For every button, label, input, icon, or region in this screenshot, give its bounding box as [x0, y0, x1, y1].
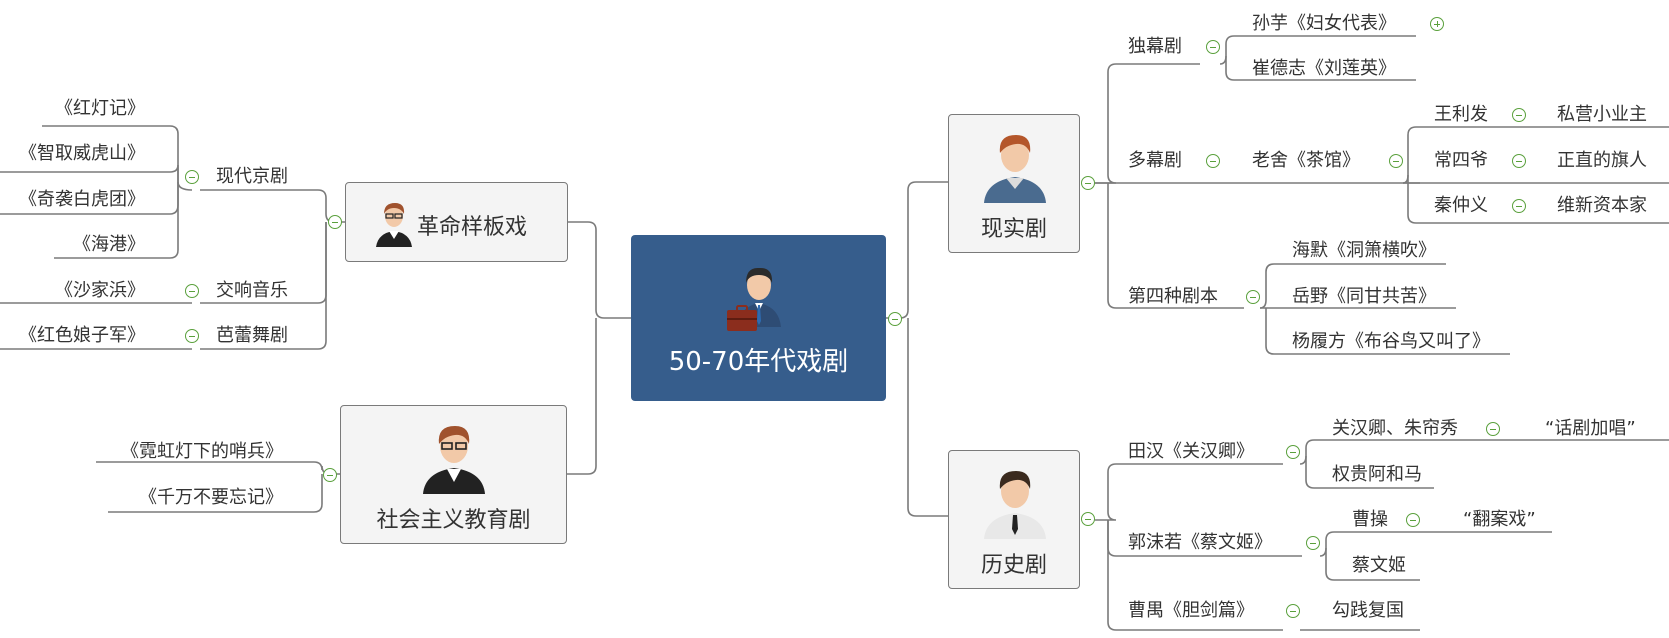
node-guanhanqing[interactable]: 关汉卿、朱帘秀 — [1332, 418, 1458, 439]
node-wanglifa[interactable]: 王利发 — [1434, 104, 1488, 125]
branch-xianshi-label: 现实剧 — [980, 217, 1047, 242]
connector-line — [1107, 520, 1302, 557]
node-haimo[interactable]: 海默《洞箫横吹》 — [1292, 240, 1436, 261]
node-duomu[interactable]: 多幕剧 — [1128, 150, 1182, 171]
node-hongse[interactable]: 《红色娘子军》 — [19, 325, 145, 346]
node-yanglvfang[interactable]: 杨履方《布谷鸟又叫了》 — [1292, 331, 1490, 352]
collapse-toggle-icon[interactable] — [1081, 512, 1095, 526]
node-cuidezhi[interactable]: 崔德志《刘莲英》 — [1252, 58, 1396, 79]
node-dumu[interactable]: 独幕剧 — [1128, 36, 1182, 57]
node-caoyu[interactable]: 曹禺《胆剑篇》 — [1128, 600, 1254, 621]
man-glasses-avatar-icon — [376, 203, 412, 247]
man-glasses-avatar-icon — [423, 426, 485, 494]
node-fananxi[interactable]: “翻案戏” — [1463, 509, 1536, 530]
node-jiaoxiang[interactable]: 交响音乐 — [216, 280, 288, 301]
collapse-toggle-icon[interactable] — [1081, 176, 1095, 190]
collapse-toggle-icon[interactable] — [1512, 154, 1526, 168]
node-tianhan[interactable]: 田汉《关汉卿》 — [1128, 441, 1254, 462]
node-goujian[interactable]: 勾践复国 — [1332, 600, 1404, 621]
node-shajiabang[interactable]: 《沙家浜》 — [55, 280, 145, 301]
connector-line — [0, 164, 179, 182]
connector-line — [96, 461, 340, 475]
node-qiren[interactable]: 正直的旗人 — [1557, 150, 1647, 171]
connector-line — [1402, 126, 1669, 184]
collapse-toggle-icon[interactable] — [1286, 445, 1300, 459]
connector-line — [1299, 439, 1669, 465]
node-qianwan[interactable]: 《千万不要忘记》 — [139, 487, 283, 508]
connector-line — [54, 182, 179, 259]
node-yueye[interactable]: 岳野《同甘共苦》 — [1292, 286, 1436, 307]
collapse-toggle-icon[interactable] — [185, 329, 199, 343]
node-haigang[interactable]: 《海港》 — [73, 234, 145, 255]
collapse-toggle-icon[interactable] — [1306, 536, 1320, 550]
node-huajujiachang[interactable]: “话剧加唱” — [1545, 418, 1636, 439]
connector-line — [108, 474, 323, 513]
collapse-toggle-icon[interactable] — [323, 468, 337, 482]
node-sunyu[interactable]: 孙芋《妇女代表》 — [1252, 13, 1396, 34]
collapse-toggle-icon[interactable] — [1389, 154, 1403, 168]
root-label: 50-70年代戏剧 — [668, 347, 849, 377]
connector-line — [1107, 183, 1244, 309]
collapse-toggle-icon[interactable] — [1486, 422, 1500, 436]
node-guomoruo[interactable]: 郭沫若《蔡文姬》 — [1128, 532, 1272, 553]
node-changsiye[interactable]: 常四爷 — [1434, 150, 1488, 171]
node-weixin[interactable]: 维新资本家 — [1557, 195, 1647, 216]
connector-line — [1319, 531, 1552, 557]
node-qixi[interactable]: 《奇袭白虎团》 — [19, 189, 145, 210]
connector-line — [42, 125, 193, 191]
branch-lishi-label: 历史剧 — [980, 553, 1047, 578]
man-avatar-icon — [984, 135, 1046, 203]
connector-line — [1305, 456, 1434, 489]
node-qinzhongyi[interactable]: 秦仲义 — [1434, 195, 1488, 216]
collapse-toggle-icon[interactable] — [1286, 604, 1300, 618]
connector-line — [1225, 56, 1416, 81]
collapse-toggle-icon[interactable] — [1206, 40, 1220, 54]
connector-line — [1407, 175, 1669, 224]
node-siying[interactable]: 私营小业主 — [1557, 104, 1647, 125]
node-laoshe[interactable]: 老舍《茶馆》 — [1252, 150, 1360, 171]
connector-line — [567, 318, 597, 475]
collapse-toggle-icon[interactable] — [1512, 108, 1526, 122]
branch-geming[interactable]: 革命样板戏 — [345, 182, 568, 262]
branch-lishi[interactable]: 历史剧 — [948, 450, 1080, 589]
businessman-briefcase-icon — [727, 267, 781, 331]
connector-line — [907, 318, 948, 517]
node-caocao[interactable]: 曹操 — [1352, 509, 1388, 530]
node-balei[interactable]: 芭蕾舞剧 — [216, 325, 288, 346]
root-node[interactable]: 50-70年代戏剧 — [631, 235, 886, 401]
connector-line — [1219, 35, 1416, 65]
connector-line — [1095, 463, 1283, 521]
branch-shehui[interactable]: 社会主义教育剧 — [340, 405, 567, 544]
connector-line — [1325, 548, 1420, 581]
collapse-toggle-icon[interactable] — [1512, 199, 1526, 213]
node-xiandaijingju[interactable]: 现代京剧 — [216, 166, 288, 187]
connector-line — [1107, 520, 1283, 631]
collapse-toggle-icon[interactable] — [1406, 513, 1420, 527]
connector-line — [200, 222, 327, 350]
node-hongdengji[interactable]: 《红灯记》 — [55, 98, 145, 119]
collapse-toggle-icon[interactable] — [185, 284, 199, 298]
collapse-toggle-icon[interactable] — [328, 215, 342, 229]
branch-shehui-label: 社会主义教育剧 — [376, 508, 531, 533]
expand-toggle-icon[interactable] — [1430, 17, 1444, 31]
node-quangui[interactable]: 权贵阿和马 — [1332, 464, 1422, 485]
node-disizhong[interactable]: 第四种剧本 — [1128, 286, 1218, 307]
collapse-toggle-icon[interactable] — [888, 312, 902, 326]
connector-line — [1265, 308, 1510, 355]
connector-line — [886, 181, 948, 319]
connector-line — [568, 221, 631, 319]
connector-line — [200, 189, 345, 223]
collapse-toggle-icon[interactable] — [185, 170, 199, 184]
node-zhiqu[interactable]: 《智取威虎山》 — [19, 143, 145, 164]
collapse-toggle-icon[interactable] — [1206, 154, 1220, 168]
node-nihong[interactable]: 《霓虹灯下的哨兵》 — [121, 441, 283, 462]
branch-xianshi[interactable]: 现实剧 — [948, 114, 1080, 253]
branch-geming-label: 革命样板戏 — [417, 215, 528, 240]
connector-line — [1259, 263, 1446, 309]
collapse-toggle-icon[interactable] — [1246, 290, 1260, 304]
node-caiwenji[interactable]: 蔡文姬 — [1352, 555, 1406, 576]
man-tie-avatar-icon — [984, 471, 1046, 539]
